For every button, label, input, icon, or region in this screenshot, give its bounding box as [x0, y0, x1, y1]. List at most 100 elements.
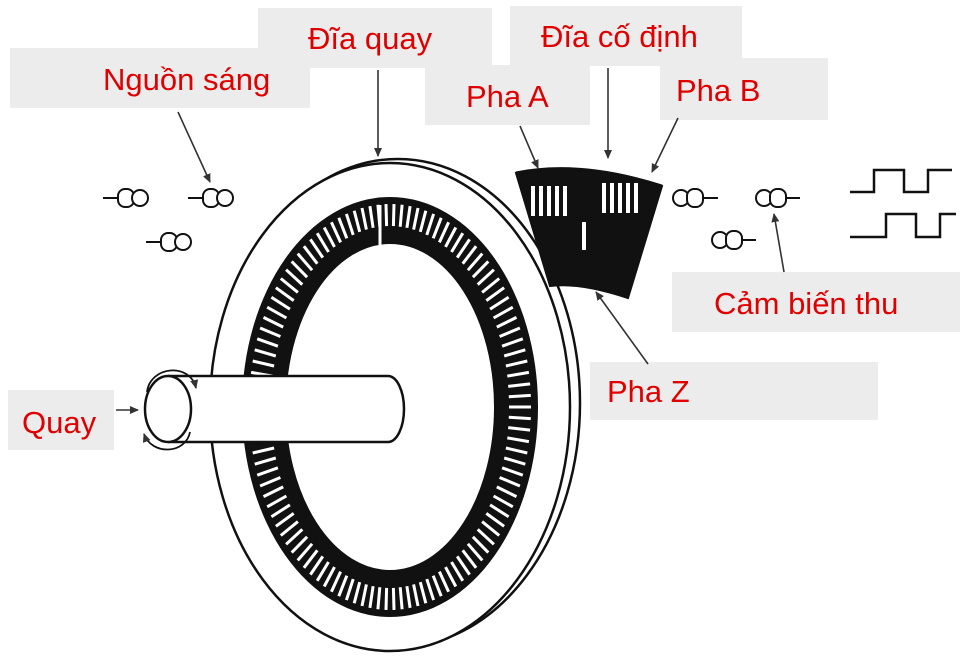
- disk-slot: [254, 456, 277, 466]
- label-box-rotate: [8, 390, 114, 450]
- disk-slot: [461, 549, 478, 569]
- disk-slot: [296, 252, 314, 272]
- disk-slot: [405, 205, 412, 229]
- label-light-source: Nguồn sáng: [103, 62, 271, 97]
- disk-slot: [270, 503, 291, 519]
- label-phase-z: Pha Z: [607, 374, 690, 409]
- disk-slot: [508, 426, 531, 432]
- disk-slot: [412, 584, 420, 607]
- phase-b-slits: [602, 183, 638, 213]
- disk-slot: [431, 575, 443, 597]
- arrow-receiver: [771, 213, 785, 273]
- disk-slots: [249, 204, 531, 610]
- disk-slot: [384, 587, 389, 610]
- disk-slot: [455, 555, 471, 576]
- disk-slot: [507, 436, 530, 444]
- disk-slot: [309, 238, 325, 259]
- disk-slot: [412, 207, 420, 230]
- disk-slot: [270, 295, 291, 311]
- disk-slot: [499, 476, 521, 488]
- disk-slot: [391, 204, 396, 227]
- label-phase-b: Pha B: [676, 73, 761, 108]
- disk-slot: [384, 204, 389, 227]
- label-receiver: Cảm biến thu: [714, 286, 899, 321]
- disk-slot: [344, 578, 355, 601]
- disk-slot: [252, 359, 275, 368]
- disk-slot: [279, 520, 299, 537]
- disk-slot: [352, 581, 362, 604]
- disk-slot: [337, 575, 349, 597]
- disk-slot: [471, 535, 490, 554]
- disk-slot: [376, 587, 382, 610]
- disk-slot: [252, 446, 275, 455]
- square-wave-icon: [850, 168, 952, 194]
- disk-slot: [315, 232, 330, 253]
- disk-slot: [368, 205, 375, 229]
- disk-slot: [476, 528, 495, 546]
- disk-slot: [290, 535, 309, 554]
- label-box-receiver: [672, 272, 960, 332]
- disk-slot: [503, 348, 526, 358]
- disk-slot: [296, 542, 314, 562]
- disk-slot: [360, 584, 368, 607]
- disk-slot: [505, 359, 528, 368]
- label-box-phase-a: [425, 65, 590, 125]
- disk-slot: [262, 316, 284, 329]
- rotation-arrow-icon: [146, 369, 199, 393]
- phase-z-slit: [582, 222, 586, 250]
- disk-slot: [455, 238, 471, 259]
- disk-slot: [262, 485, 284, 498]
- disk-slot: [481, 277, 501, 294]
- disk-slot: [505, 446, 528, 455]
- disk-slot: [302, 549, 319, 569]
- disk-slot: [254, 348, 277, 358]
- shaft: [142, 369, 406, 451]
- disk-slot: [450, 561, 465, 582]
- disk-slot: [489, 295, 510, 311]
- disk-slot: [302, 245, 319, 265]
- led-icon: [188, 188, 234, 208]
- disk-slot: [481, 520, 501, 537]
- disk-slot: [398, 587, 404, 610]
- disk-slot: [438, 221, 450, 244]
- disk-slot: [492, 305, 514, 320]
- arrow-phase-b: [651, 117, 679, 173]
- disk-slot: [508, 393, 531, 399]
- disk-slot: [471, 260, 490, 279]
- disk-slot: [489, 503, 510, 519]
- disk-slot: [275, 512, 295, 528]
- label-phase-a: Pha A: [466, 79, 549, 114]
- disk-slot: [290, 260, 309, 279]
- disk-slot: [256, 466, 279, 477]
- disk-slot: [496, 485, 518, 498]
- disk-slot: [461, 245, 478, 265]
- disk-slot: [391, 587, 396, 610]
- label-fixed-disk: Đĩa cố định: [541, 19, 698, 54]
- disk-slot: [315, 561, 330, 582]
- phase-a-slits: [531, 186, 567, 216]
- label-box-fixed-disk: [510, 6, 742, 66]
- photo-sensor-icon: [672, 188, 718, 208]
- disk-slot: [266, 494, 288, 509]
- label-rotate: Quay: [22, 405, 97, 440]
- disk-slot: [266, 305, 288, 320]
- led-icon: [146, 232, 192, 252]
- disk-slot: [337, 217, 349, 239]
- disk-slot: [279, 277, 299, 294]
- arrow-phase-a: [519, 125, 539, 169]
- arrow-light-source: [177, 111, 211, 183]
- label-box-phase-b: [660, 58, 828, 120]
- fixed-disk: [514, 167, 664, 300]
- disk-slot: [285, 268, 304, 286]
- square-wave-icon: [850, 212, 956, 239]
- disk-slot: [444, 566, 458, 588]
- disk-slot: [344, 213, 355, 236]
- disk-slot: [360, 207, 368, 230]
- disk-slot: [405, 585, 412, 609]
- disk-slot: [438, 570, 450, 593]
- label-box-phase-z: [590, 362, 878, 420]
- disk-slot: [322, 226, 336, 248]
- disk-slot: [425, 213, 436, 236]
